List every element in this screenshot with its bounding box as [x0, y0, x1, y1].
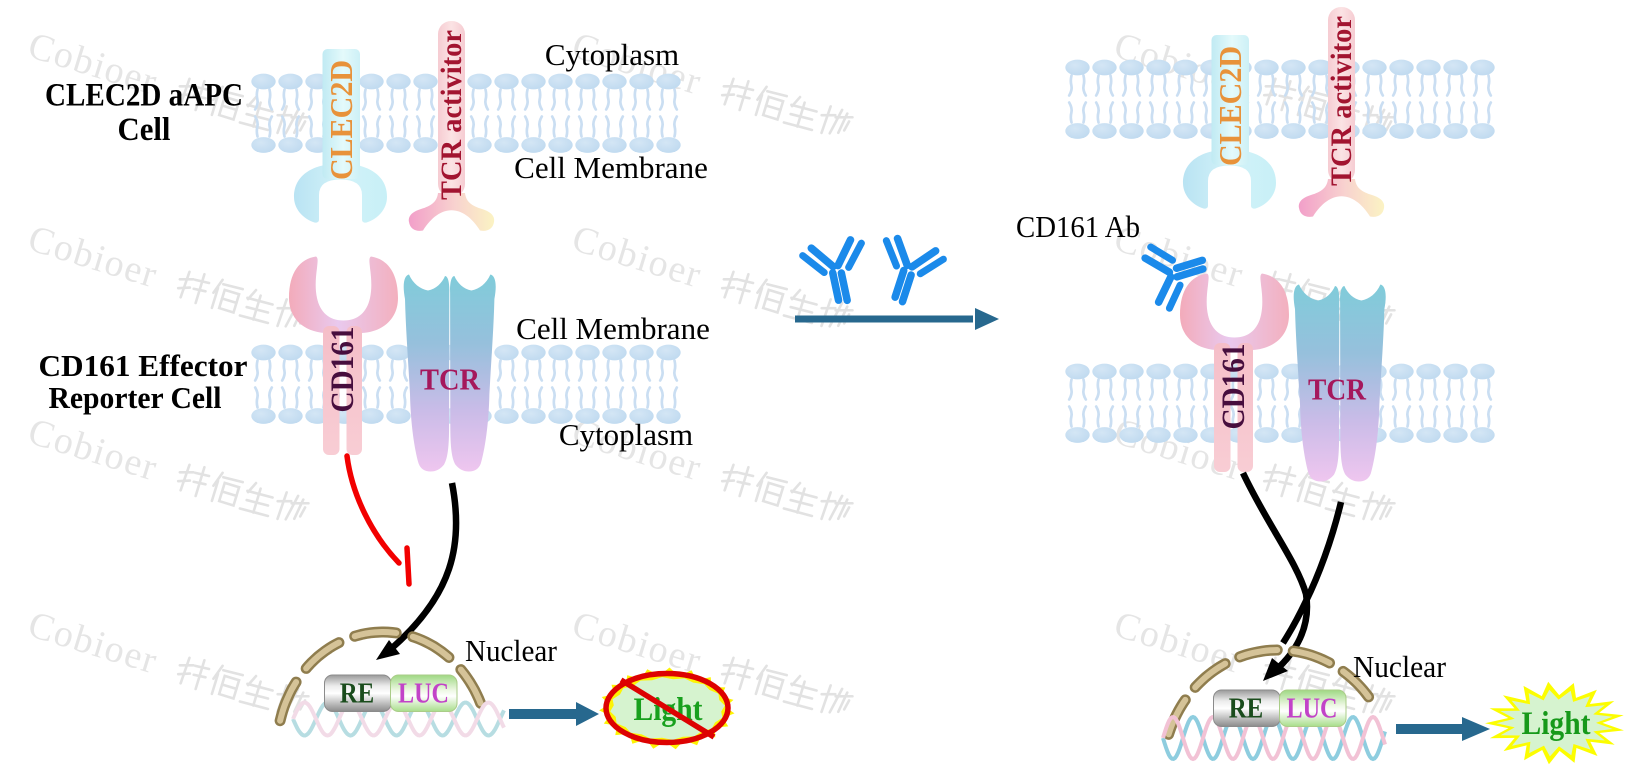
svg-text:LUC: LUC	[1287, 694, 1338, 725]
svg-text:Cell Membrane: Cell Membrane	[516, 311, 710, 346]
svg-text:CD161 Effector: CD161 Effector	[39, 348, 248, 383]
svg-text:Cobioer: Cobioer	[1109, 603, 1248, 682]
svg-text:LUC: LUC	[398, 679, 449, 710]
svg-text:Cell Membrane: Cell Membrane	[514, 150, 708, 185]
svg-text:RE: RE	[1229, 694, 1264, 725]
svg-text:Reporter Cell: Reporter Cell	[49, 380, 222, 415]
svg-text:Cobioer: Cobioer	[23, 410, 162, 489]
svg-text:Cytoplasm: Cytoplasm	[545, 37, 679, 72]
svg-text:Cobioer: Cobioer	[567, 217, 706, 296]
svg-text:Cell: Cell	[118, 112, 171, 148]
svg-text:Light: Light	[1522, 706, 1591, 742]
svg-text:Cobioer: Cobioer	[23, 217, 162, 296]
svg-text:TCR: TCR	[1308, 372, 1367, 407]
svg-text:Nuclear: Nuclear	[1353, 649, 1447, 684]
svg-text:Cobioer: Cobioer	[23, 603, 162, 682]
svg-text:Cobioer: Cobioer	[567, 603, 706, 682]
svg-text:TCR: TCR	[420, 362, 481, 397]
svg-text:RE: RE	[340, 679, 375, 710]
svg-text:Nuclear: Nuclear	[465, 633, 558, 668]
svg-text:CLEC2D aAPC: CLEC2D aAPC	[45, 78, 243, 114]
svg-text:Cytoplasm: Cytoplasm	[559, 417, 693, 452]
svg-text:CD161 Ab: CD161 Ab	[1016, 209, 1140, 244]
